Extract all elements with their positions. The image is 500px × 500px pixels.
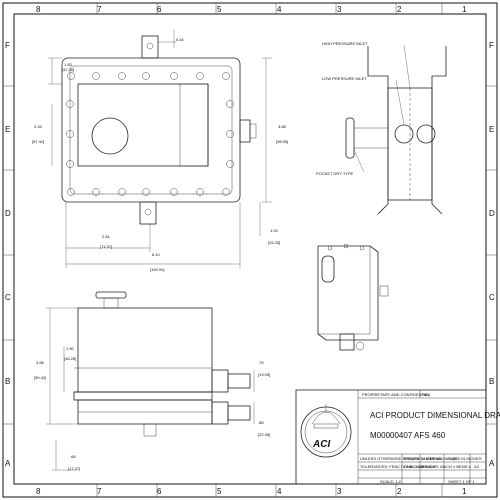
front-elevation-view	[46, 291, 255, 471]
dim-width-2: 6.10	[152, 252, 161, 257]
label-pocket-dry: POCKET DRY TYPE	[316, 171, 354, 176]
tb-size-value: A3	[474, 464, 480, 469]
row-label-left: D	[5, 209, 11, 218]
col-label-bottom: 7	[97, 487, 102, 496]
col-label-top: 2	[397, 5, 402, 14]
zone-ticks	[3, 3, 497, 497]
col-label-bottom: 2	[397, 487, 402, 496]
aci-logo	[300, 404, 352, 458]
tb-sheet: SHEET 1 OF 1	[448, 479, 475, 484]
drawing-title: ACI PRODUCT DIMENSIONAL DRAWING	[370, 411, 500, 420]
dim-width-2-mm: [154.94]	[150, 267, 164, 272]
col-label-top: 4	[277, 5, 282, 14]
col-label-bottom: 8	[36, 487, 41, 496]
inner-frame	[13, 13, 487, 485]
tb-size-label: SIZE	[448, 456, 457, 461]
side-view-bracket	[345, 44, 447, 215]
row-label-right: B	[489, 377, 494, 386]
tb-proprietary: PROPRIETARY AND CONFIDENTIAL	[362, 392, 431, 397]
label-low-pressure: LOW PRESSURE INLET	[322, 76, 367, 81]
col-label-bottom: 6	[157, 487, 162, 496]
tb-finish: FINISH	[422, 464, 435, 469]
dim-bottom-right: 1.04	[270, 228, 279, 233]
col-label-top: 1	[462, 5, 467, 14]
dim-bottom-left: .68	[70, 454, 76, 459]
col-label-top: 6	[157, 5, 162, 14]
row-label-right: F	[489, 41, 494, 50]
col-label-top: 7	[97, 5, 102, 14]
row-label-left: C	[5, 293, 11, 302]
col-label-bottom: 3	[337, 487, 342, 496]
dim-bottom-right-mm: [26.33]	[268, 240, 280, 245]
dim-width-1: 2.81	[102, 234, 111, 239]
dim-side-right-1-mm: [19.05]	[258, 372, 270, 377]
dim-side-top-mm: [48.26]	[64, 356, 76, 361]
dim-top-small: 0.44	[176, 37, 185, 42]
tb-notes: UNLESS OTHERWISE SPECIFIED: DIMENSIONS A…	[360, 456, 482, 461]
row-label-right: A	[489, 459, 495, 468]
logo-text: ACI	[312, 439, 330, 450]
dim-side-right-2-mm: [22.35]	[258, 432, 270, 437]
tb-checked: CHECKED	[404, 464, 424, 469]
drawing-part-number: M00000407 AFS 460	[370, 431, 446, 440]
col-label-top: 8	[36, 5, 41, 14]
row-label-left: A	[5, 459, 11, 468]
dim-bottom-left-mm: [17.27]	[68, 466, 80, 471]
isometric-view	[317, 243, 389, 351]
dim-left-1: 1.83	[64, 62, 73, 67]
col-label-bottom: 4	[277, 487, 282, 496]
dim-side-top: 1.90	[66, 346, 75, 351]
top-view	[48, 30, 272, 268]
col-label-bottom: 5	[217, 487, 222, 496]
row-label-right: E	[489, 125, 494, 134]
dim-side-right-1: .75	[258, 360, 264, 365]
row-label-right: C	[489, 293, 495, 302]
col-label-top: 5	[217, 5, 222, 14]
row-label-left: B	[5, 377, 10, 386]
row-label-left: F	[5, 41, 10, 50]
dim-right-height-mm: [98.55]	[276, 139, 288, 144]
tb-rev: REV	[422, 392, 431, 397]
label-high-pressure: HIGH PRESSURE INLET	[322, 41, 368, 46]
row-label-right: D	[489, 209, 495, 218]
col-label-bottom: 1	[462, 487, 467, 496]
tb-tolerance: TOLERANCES: FRACTIONAL ± ANGULAR: MACH ±…	[360, 464, 472, 469]
dim-width-1-mm: [71.37]	[100, 244, 112, 249]
dim-right-height: 3.88	[278, 124, 287, 129]
title-block	[295, 389, 487, 485]
col-label-top: 3	[337, 5, 342, 14]
dim-left-2: 2.26	[34, 124, 43, 129]
tb-material: MATERIAL	[422, 456, 442, 461]
row-label-left: E	[5, 125, 10, 134]
dim-left-2-mm: [57.42]	[32, 139, 44, 144]
dim-side-right-2: .88	[258, 420, 264, 425]
dim-left-1-mm: [47.26]	[62, 67, 74, 72]
dim-side-height: 3.56	[36, 360, 45, 365]
tb-drawn: DRAWN	[404, 456, 419, 461]
dim-side-height-mm: [90.42]	[34, 375, 46, 380]
tb-scale: SCALE: 1:2	[380, 479, 402, 484]
